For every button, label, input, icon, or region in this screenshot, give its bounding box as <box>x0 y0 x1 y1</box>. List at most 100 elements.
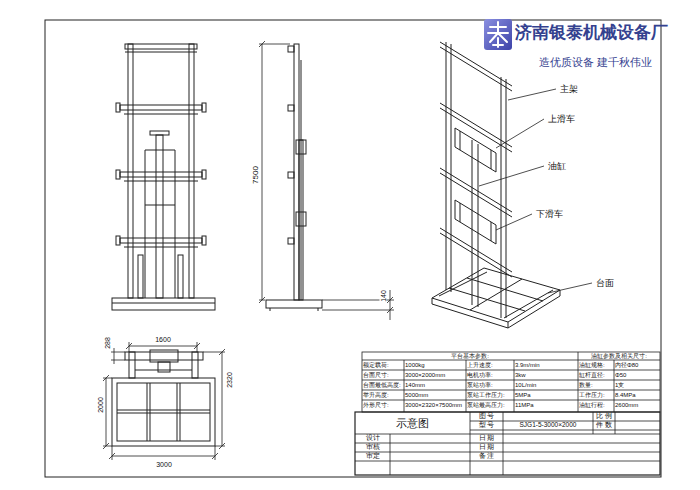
front-view <box>150 131 169 135</box>
plan-view <box>117 410 210 411</box>
leader-line <box>548 283 592 293</box>
table-key-cell: 举升高度: <box>362 390 404 400</box>
table-heading: 油缸参数及相关尺寸: <box>578 352 660 360</box>
isometric-view <box>440 168 512 212</box>
leader-line <box>479 166 544 186</box>
callout-label: 下滑车 <box>535 208 575 220</box>
dimension-lines <box>126 343 132 349</box>
table-value-cell: 3.9m/min <box>514 360 578 370</box>
parameter-table <box>614 360 615 412</box>
dimension-lines <box>219 349 225 355</box>
side-view <box>288 46 294 52</box>
sheet-border <box>45 20 661 477</box>
dimension-lines <box>112 446 113 460</box>
table-value-cell: 1000kg <box>404 360 466 370</box>
side-view <box>318 308 319 311</box>
dimension-text: 2000 <box>97 396 104 414</box>
table-value-cell: 3000×2320×7500mm <box>404 400 466 410</box>
isometric-view <box>472 140 473 305</box>
plan-view <box>129 352 135 378</box>
dimension-text: 3000 <box>149 459 179 469</box>
table-key-cell: 油缸行程: <box>578 400 614 410</box>
plan-view <box>150 350 178 362</box>
dimension-lines <box>103 443 109 449</box>
title-block-cell: 图 号 <box>470 412 503 421</box>
title-block-cell: 日 期 <box>470 434 503 443</box>
title-block <box>355 412 660 475</box>
dimension-lines <box>215 446 225 447</box>
title-block-cell: 日 期 <box>470 443 503 452</box>
dimension-lines <box>103 378 112 379</box>
dimension-lines <box>222 352 223 446</box>
isometric-view <box>440 108 512 152</box>
isometric-view <box>446 42 447 290</box>
title-block <box>355 412 660 475</box>
table-key-cell: 油缸规格: <box>578 360 614 370</box>
parameter-table <box>466 360 467 412</box>
dimension-lines <box>103 342 225 460</box>
front-view <box>138 255 143 298</box>
plan-view <box>112 350 215 446</box>
front-view <box>145 150 146 298</box>
dimension-lines <box>197 342 198 352</box>
plan-view <box>125 352 203 360</box>
title-block-cell: 型 号 <box>470 421 503 430</box>
parameter-table <box>362 360 660 361</box>
table-key-cell: 台面尺寸: <box>362 370 404 380</box>
table-value-cell: 内径Φ80 <box>614 360 660 370</box>
isometric-view <box>440 228 512 272</box>
side-view <box>288 105 294 111</box>
table-key-cell: 外形尺寸: <box>362 400 404 410</box>
dimension-lines <box>109 453 115 459</box>
front-view <box>124 247 198 248</box>
dimension-lines <box>387 307 393 313</box>
table-key-cell: 泵站功率: <box>466 380 514 390</box>
isometric-view <box>440 233 512 277</box>
company-name: 济南银泰机械设备厂 <box>514 20 696 44</box>
parameter-table <box>362 380 660 381</box>
isometric-view <box>460 203 461 222</box>
dimension-lines <box>114 348 115 364</box>
isometric-view <box>478 144 479 307</box>
company-slogan: 造优质设备 建千秋伟业 <box>538 55 688 69</box>
front-view <box>189 44 194 298</box>
dimension-lines <box>390 290 391 320</box>
leader-line <box>508 89 556 100</box>
front-view <box>124 114 198 115</box>
dimension-text: 2320 <box>226 371 233 389</box>
dimension-text: 7500 <box>252 165 260 185</box>
dimension-lines <box>212 453 218 459</box>
table-value-cell: 11MPa <box>514 400 578 410</box>
front-view <box>145 205 175 206</box>
side-view <box>296 212 306 226</box>
front-view <box>120 105 202 110</box>
parameter-table <box>578 352 579 412</box>
table-key-cell: 数量: <box>578 380 614 390</box>
front-view <box>112 303 215 304</box>
title-block <box>470 412 471 475</box>
dimension-lines <box>129 346 197 347</box>
side-view <box>266 300 322 308</box>
callout-label: 台面 <box>595 277 625 289</box>
dimension-lines <box>129 342 130 352</box>
plan-view <box>117 413 210 414</box>
table-value-cell: 10L/min <box>514 380 578 390</box>
title-block <box>355 461 660 462</box>
parameter-table <box>362 352 660 412</box>
plan-view <box>135 370 192 371</box>
side-view <box>270 308 271 311</box>
parameter-table <box>362 390 660 391</box>
dimension-lines <box>259 44 290 45</box>
side-view <box>266 44 322 311</box>
callout-label: 油缸 <box>547 160 577 172</box>
dimension-lines <box>259 41 265 47</box>
table-key-cell: 额定载荷: <box>362 360 404 370</box>
dimension-lines <box>219 443 225 449</box>
dimension-text: 288 <box>104 336 111 350</box>
front-view <box>120 172 202 177</box>
table-value-cell: 3kw <box>514 370 578 380</box>
drawing-title: 示意图 <box>355 412 470 434</box>
front-view <box>125 44 197 49</box>
isometric-view <box>470 279 522 310</box>
isometric-view <box>439 272 487 296</box>
